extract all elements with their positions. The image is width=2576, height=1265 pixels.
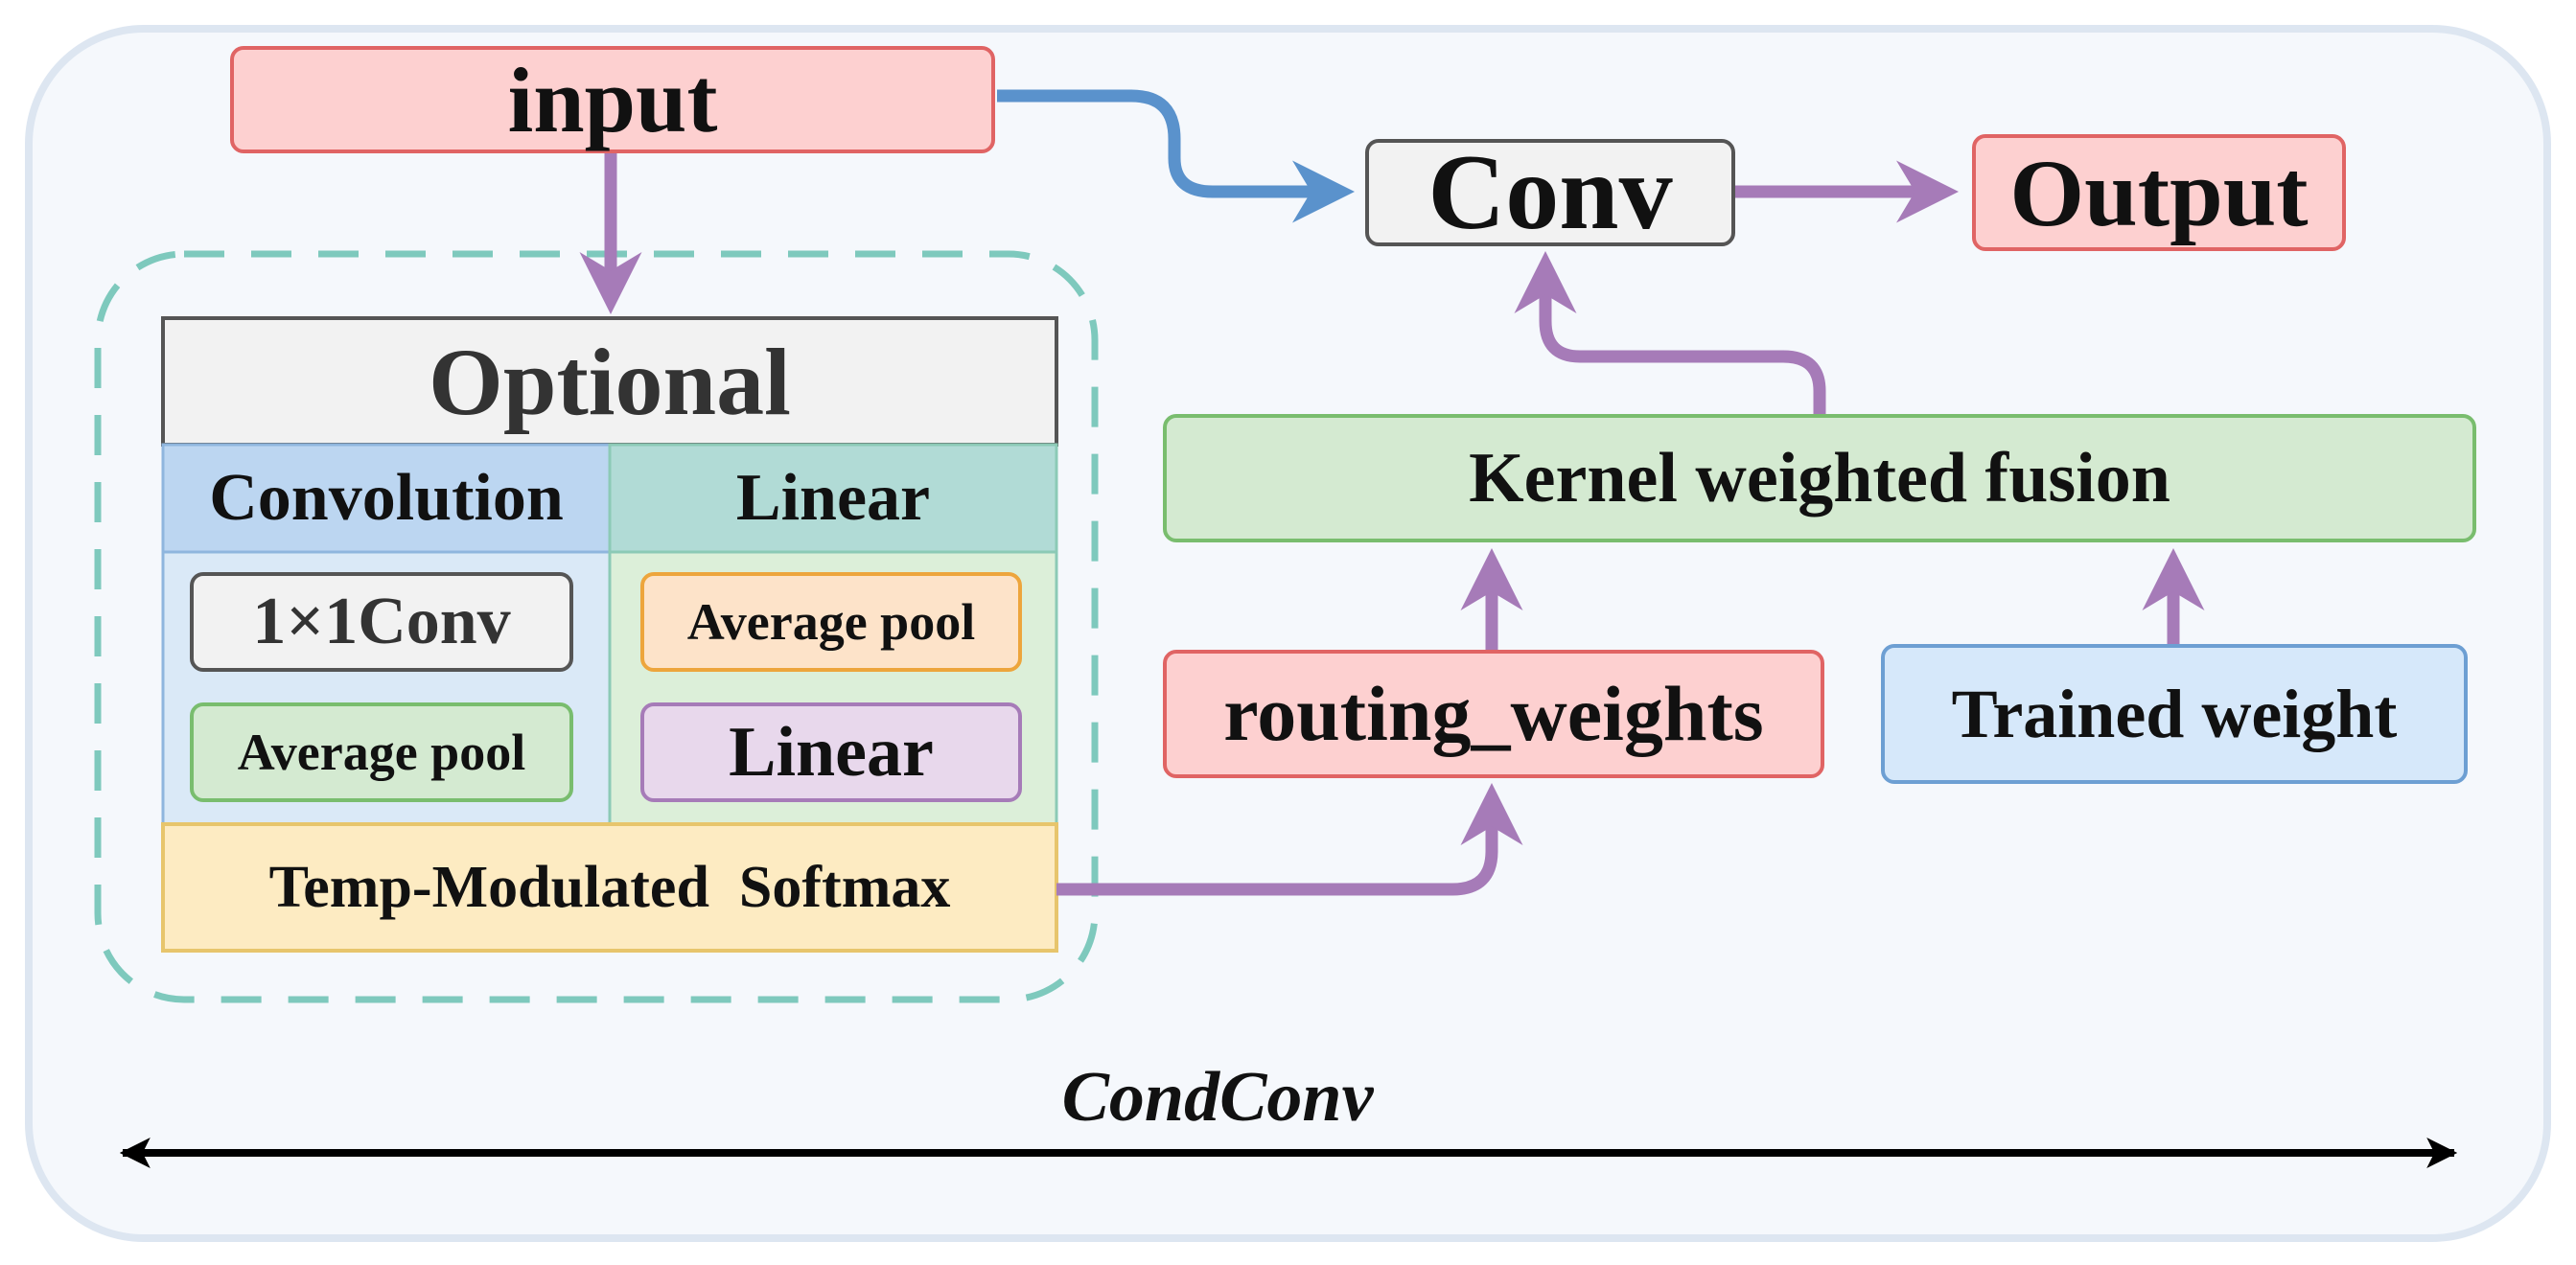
softmax-to-routing-arrow [1056,783,1523,896]
optional-header-bg [161,316,1058,447]
linear-header: Linear [735,461,931,535]
fusion-to-conv-arrow [1514,251,1826,414]
input-to-conv-arrow [997,89,1355,223]
trained-weight: Trained weight [1881,644,2468,784]
softmax-bg [161,822,1058,953]
input-node: input [230,46,995,153]
optional-header: Optional [429,328,791,435]
convolution-header: Convolution [209,461,564,535]
avgpool-block-left: Average pool [190,702,573,802]
conv-node: Conv [1365,133,1735,252]
output-node: Output [1972,134,2346,251]
routing-weights: routing_weights [1163,650,1824,778]
convolution-header-bg [161,443,612,554]
kernel-weighted-fusion: Kernel weighted fusion [1163,414,2476,542]
linear-block: Linear [640,702,1022,802]
conv1x1-block: 1×1Conv [190,572,573,672]
condconv-caption: CondConv [1061,1057,1374,1137]
avgpool-block-right: Average pool [640,572,1022,672]
temp-modulated-softmax: Temp-Modulated Softmax [268,854,951,920]
linear-header-bg [608,443,1058,554]
